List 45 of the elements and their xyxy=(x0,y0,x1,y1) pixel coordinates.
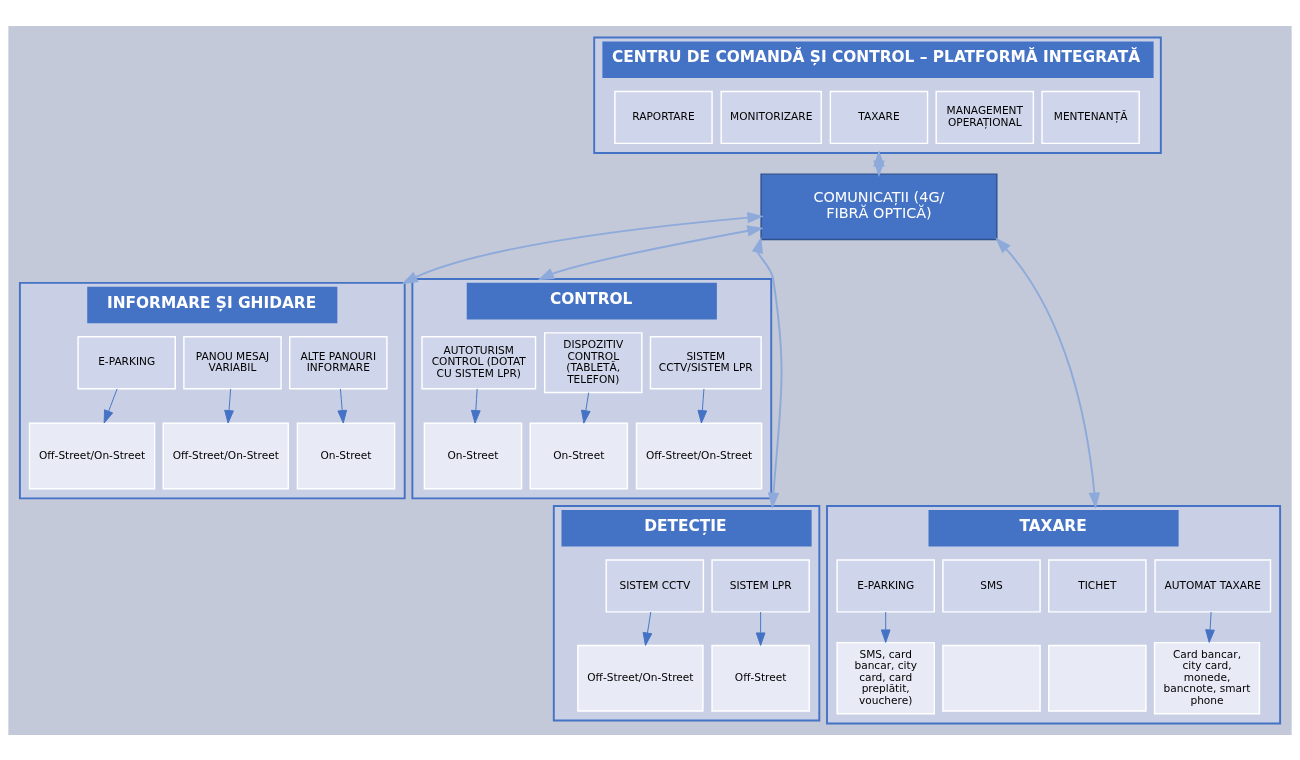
node-box: MONITORIZARE xyxy=(720,90,822,144)
arrow xyxy=(697,387,708,424)
node-box: ALTE PANOURI INFORMARE xyxy=(289,335,388,389)
node-box xyxy=(1048,644,1147,712)
arrow xyxy=(224,387,234,424)
node-box: Off-Street/On-Street xyxy=(28,422,156,489)
node-box: AUTOTURISM CONTROL (DOTAT CU SISTEM LPR) xyxy=(421,335,537,389)
node-box xyxy=(942,644,1041,712)
node-box: Card bancar, city card, monede, bancnote, smart phone xyxy=(1153,641,1261,715)
node-box: MENTENANȚĂ xyxy=(1041,90,1140,144)
arrow xyxy=(103,387,118,424)
node-box: AUTOMAT TAXARE xyxy=(1154,558,1272,613)
arrow xyxy=(1205,611,1215,643)
node-box: SMS, card bancar, city card, card preplătit, vouchere) xyxy=(836,641,935,715)
arrow xyxy=(751,236,783,509)
node-box: Off-Street/On-Street xyxy=(577,644,704,712)
arrow xyxy=(880,611,891,643)
arrow xyxy=(581,391,591,424)
arrow xyxy=(995,236,1101,509)
node-box: Off-Street/On-Street xyxy=(635,422,763,489)
node-box: SISTEM LPR xyxy=(711,558,810,613)
node-box: E-PARKING xyxy=(836,558,935,613)
arrow xyxy=(470,387,481,424)
node-box: Off-Street xyxy=(711,644,810,712)
node-box: SISTEM CCTV xyxy=(605,558,705,613)
node-box: E-PARKING xyxy=(77,335,176,389)
node-box: MANAGEMENT OPERAȚIONAL xyxy=(935,90,1035,144)
node-box: PANOU MESAJ VARIABIL xyxy=(183,335,282,389)
node-box: SMS xyxy=(942,558,1041,613)
node-box: DISPOZITIV CONTROL (TABLETĂ, TELEFON) xyxy=(543,331,643,393)
arrow xyxy=(537,224,764,280)
node-box: COMUNICAȚII (4G/ FIBRĂ OPTICĂ) xyxy=(760,172,998,240)
node-box: On-Street xyxy=(423,422,523,489)
arrow xyxy=(755,611,766,646)
node-box: TICHET xyxy=(1048,558,1147,613)
node-box: On-Street xyxy=(529,422,629,489)
node-box: Off-Street/On-Street xyxy=(162,422,289,489)
node-box: RAPORTARE xyxy=(614,90,713,144)
arrow xyxy=(873,149,885,177)
node-box: On-Street xyxy=(296,422,396,489)
node-box: SISTEM CCTV/SISTEM LPR xyxy=(649,335,762,389)
node-box: TAXARE xyxy=(829,90,929,144)
arrow xyxy=(337,387,348,424)
arrow xyxy=(642,611,653,646)
arrow xyxy=(401,211,764,284)
